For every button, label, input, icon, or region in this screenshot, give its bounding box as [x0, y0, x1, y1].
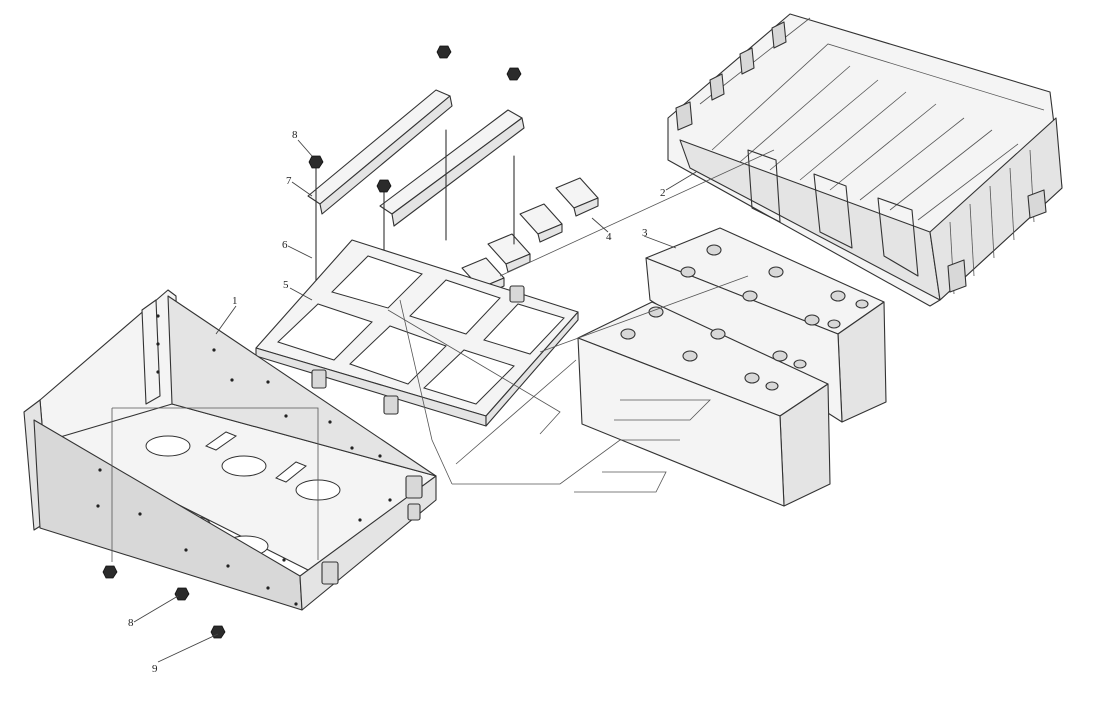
- callout-7: 7: [286, 175, 292, 187]
- callout-3: 3: [642, 227, 648, 239]
- battery-frame: [255, 239, 579, 427]
- callout-5: 5: [283, 279, 289, 291]
- clamp-plates: [461, 177, 599, 297]
- battery-front: [577, 301, 831, 507]
- callout-6: 6: [282, 239, 288, 251]
- callout-8-bottom: 8: [128, 617, 134, 629]
- callout-labels: 1 2 3 4 5 6 7 8 8 9: [128, 129, 666, 675]
- leader-lines: [133, 139, 697, 663]
- battery-cover: [667, 13, 1063, 307]
- hold-down-bars: [307, 89, 525, 227]
- assembly-guide-lines: [111, 149, 775, 562]
- callout-8-top: 8: [292, 129, 298, 141]
- callout-1: 1: [232, 295, 238, 307]
- battery-tray: [23, 289, 437, 611]
- callout-9: 9: [152, 663, 158, 675]
- callout-2: 2: [660, 187, 666, 199]
- callout-4: 4: [606, 231, 612, 243]
